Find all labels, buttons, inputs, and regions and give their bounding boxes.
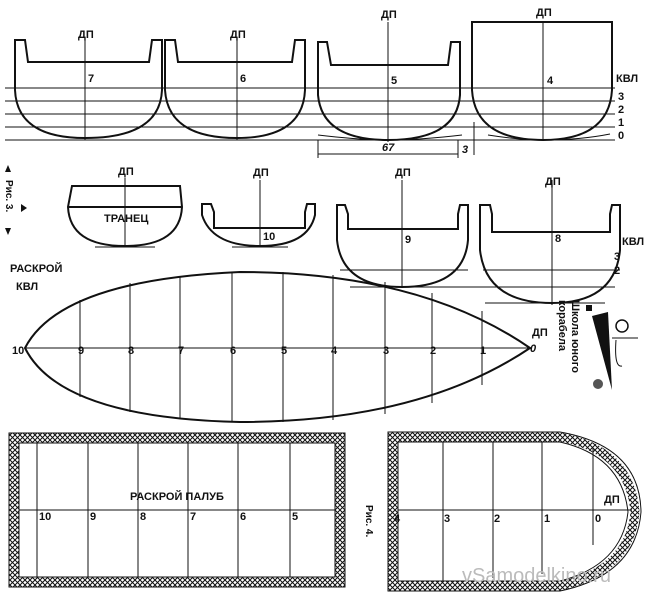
station-label: 10 — [39, 511, 51, 523]
station-label: 2 — [494, 513, 500, 525]
dp-label: ДП — [532, 327, 548, 339]
deck-cut-aft: РАСКРОЙ ПАЛУБ 10 9 8 7 6 5 — [8, 432, 346, 588]
kvl-cut-title: КВЛ — [16, 281, 38, 293]
frame-8: ДП 8 КВЛ 3 2 — [479, 176, 644, 305]
station-label: 9 — [78, 345, 84, 357]
watermark: vSamodelkino.ru — [462, 565, 611, 587]
station-label: 0 — [595, 513, 601, 525]
station-label: 9 — [90, 511, 96, 523]
station-label: 10 — [12, 345, 24, 357]
station-label: 3 — [383, 345, 389, 357]
frame-number: 7 — [88, 73, 94, 85]
station-label: 6 — [240, 511, 246, 523]
kvl-label: КВЛ — [616, 73, 638, 85]
kvl-label: КВЛ — [622, 236, 644, 248]
dp-label: ДП — [253, 167, 269, 179]
station-label: 0 — [530, 343, 537, 355]
dp-label: ДП — [381, 9, 397, 21]
dp-label: ДП — [118, 166, 134, 178]
frame-number: 6 — [240, 73, 246, 85]
waterline-label: 3 — [618, 91, 624, 103]
station-label: 5 — [281, 345, 287, 357]
waterlines-top — [5, 87, 615, 141]
dim-width-label: 67 — [382, 142, 395, 154]
dp-label: ДП — [230, 29, 246, 41]
svg-text:Школа юного: Школа юного — [569, 300, 581, 373]
frame-4: ДП 4 — [471, 7, 613, 142]
svg-text:корабела: корабела — [556, 300, 568, 352]
frame-number: 8 — [555, 233, 561, 245]
frame-number: 4 — [547, 75, 554, 87]
svg-text:Рис. 3.: Рис. 3. — [3, 180, 14, 212]
dp-label: ДП — [395, 167, 411, 179]
station-label: 8 — [140, 511, 146, 523]
station-label: 2 — [430, 345, 436, 357]
frame-number: 5 — [391, 75, 397, 87]
deck-cut-title: РАСКРОЙ ПАЛУБ — [130, 490, 224, 503]
station-label: 1 — [544, 513, 550, 525]
dp-label: ДП — [536, 7, 552, 19]
frame-number: 9 — [405, 234, 411, 246]
dp-label: ДП — [545, 176, 561, 188]
waterline-label: 1 — [618, 117, 624, 129]
station-label: 7 — [190, 511, 196, 523]
dp-label: ДП — [78, 29, 94, 41]
station-label: 8 — [128, 345, 134, 357]
frame-7: ДП 7 — [14, 29, 163, 140]
dp-label: ДП — [604, 494, 620, 506]
waterline-label: 3 — [614, 251, 620, 263]
deck-cut-bow: 4 3 2 1 0 ДП — [387, 431, 642, 592]
figure-caption-3: Рис. 3. — [3, 165, 27, 235]
transom-label: ТРАНЕЦ — [104, 213, 148, 225]
transom: ДП ТРАНЕЦ — [66, 166, 184, 248]
station-label: 4 — [331, 345, 338, 357]
dim-height-label: 3 — [462, 144, 468, 156]
waterline-label: 0 — [618, 130, 624, 142]
figure-caption-4: Рис. 4. — [363, 505, 374, 537]
station-label: 6 — [230, 345, 236, 357]
kvl-planform: 10 9 8 7 6 5 4 3 2 1 0 ДП — [12, 270, 548, 424]
station-label: 5 — [292, 511, 298, 523]
frame-5: ДП 5 — [317, 9, 463, 142]
kvl-cut-title: РАСКРОЙ — [10, 262, 62, 275]
waterline-label: 2 — [614, 265, 620, 277]
frame-10: ДП 10 — [201, 167, 316, 248]
dimension-width: 67 3 — [317, 122, 475, 158]
frame-6: ДП 6 — [164, 29, 306, 140]
waterline-label: 2 — [618, 104, 624, 116]
station-label: 3 — [444, 513, 450, 525]
station-label: 1 — [480, 345, 486, 357]
frame-9: ДП 9 — [336, 167, 615, 289]
station-label: 4 — [394, 513, 401, 525]
station-label: 7 — [178, 345, 184, 357]
frame-number: 10 — [263, 231, 275, 243]
school-logo: Школа юного корабела — [556, 300, 638, 390]
